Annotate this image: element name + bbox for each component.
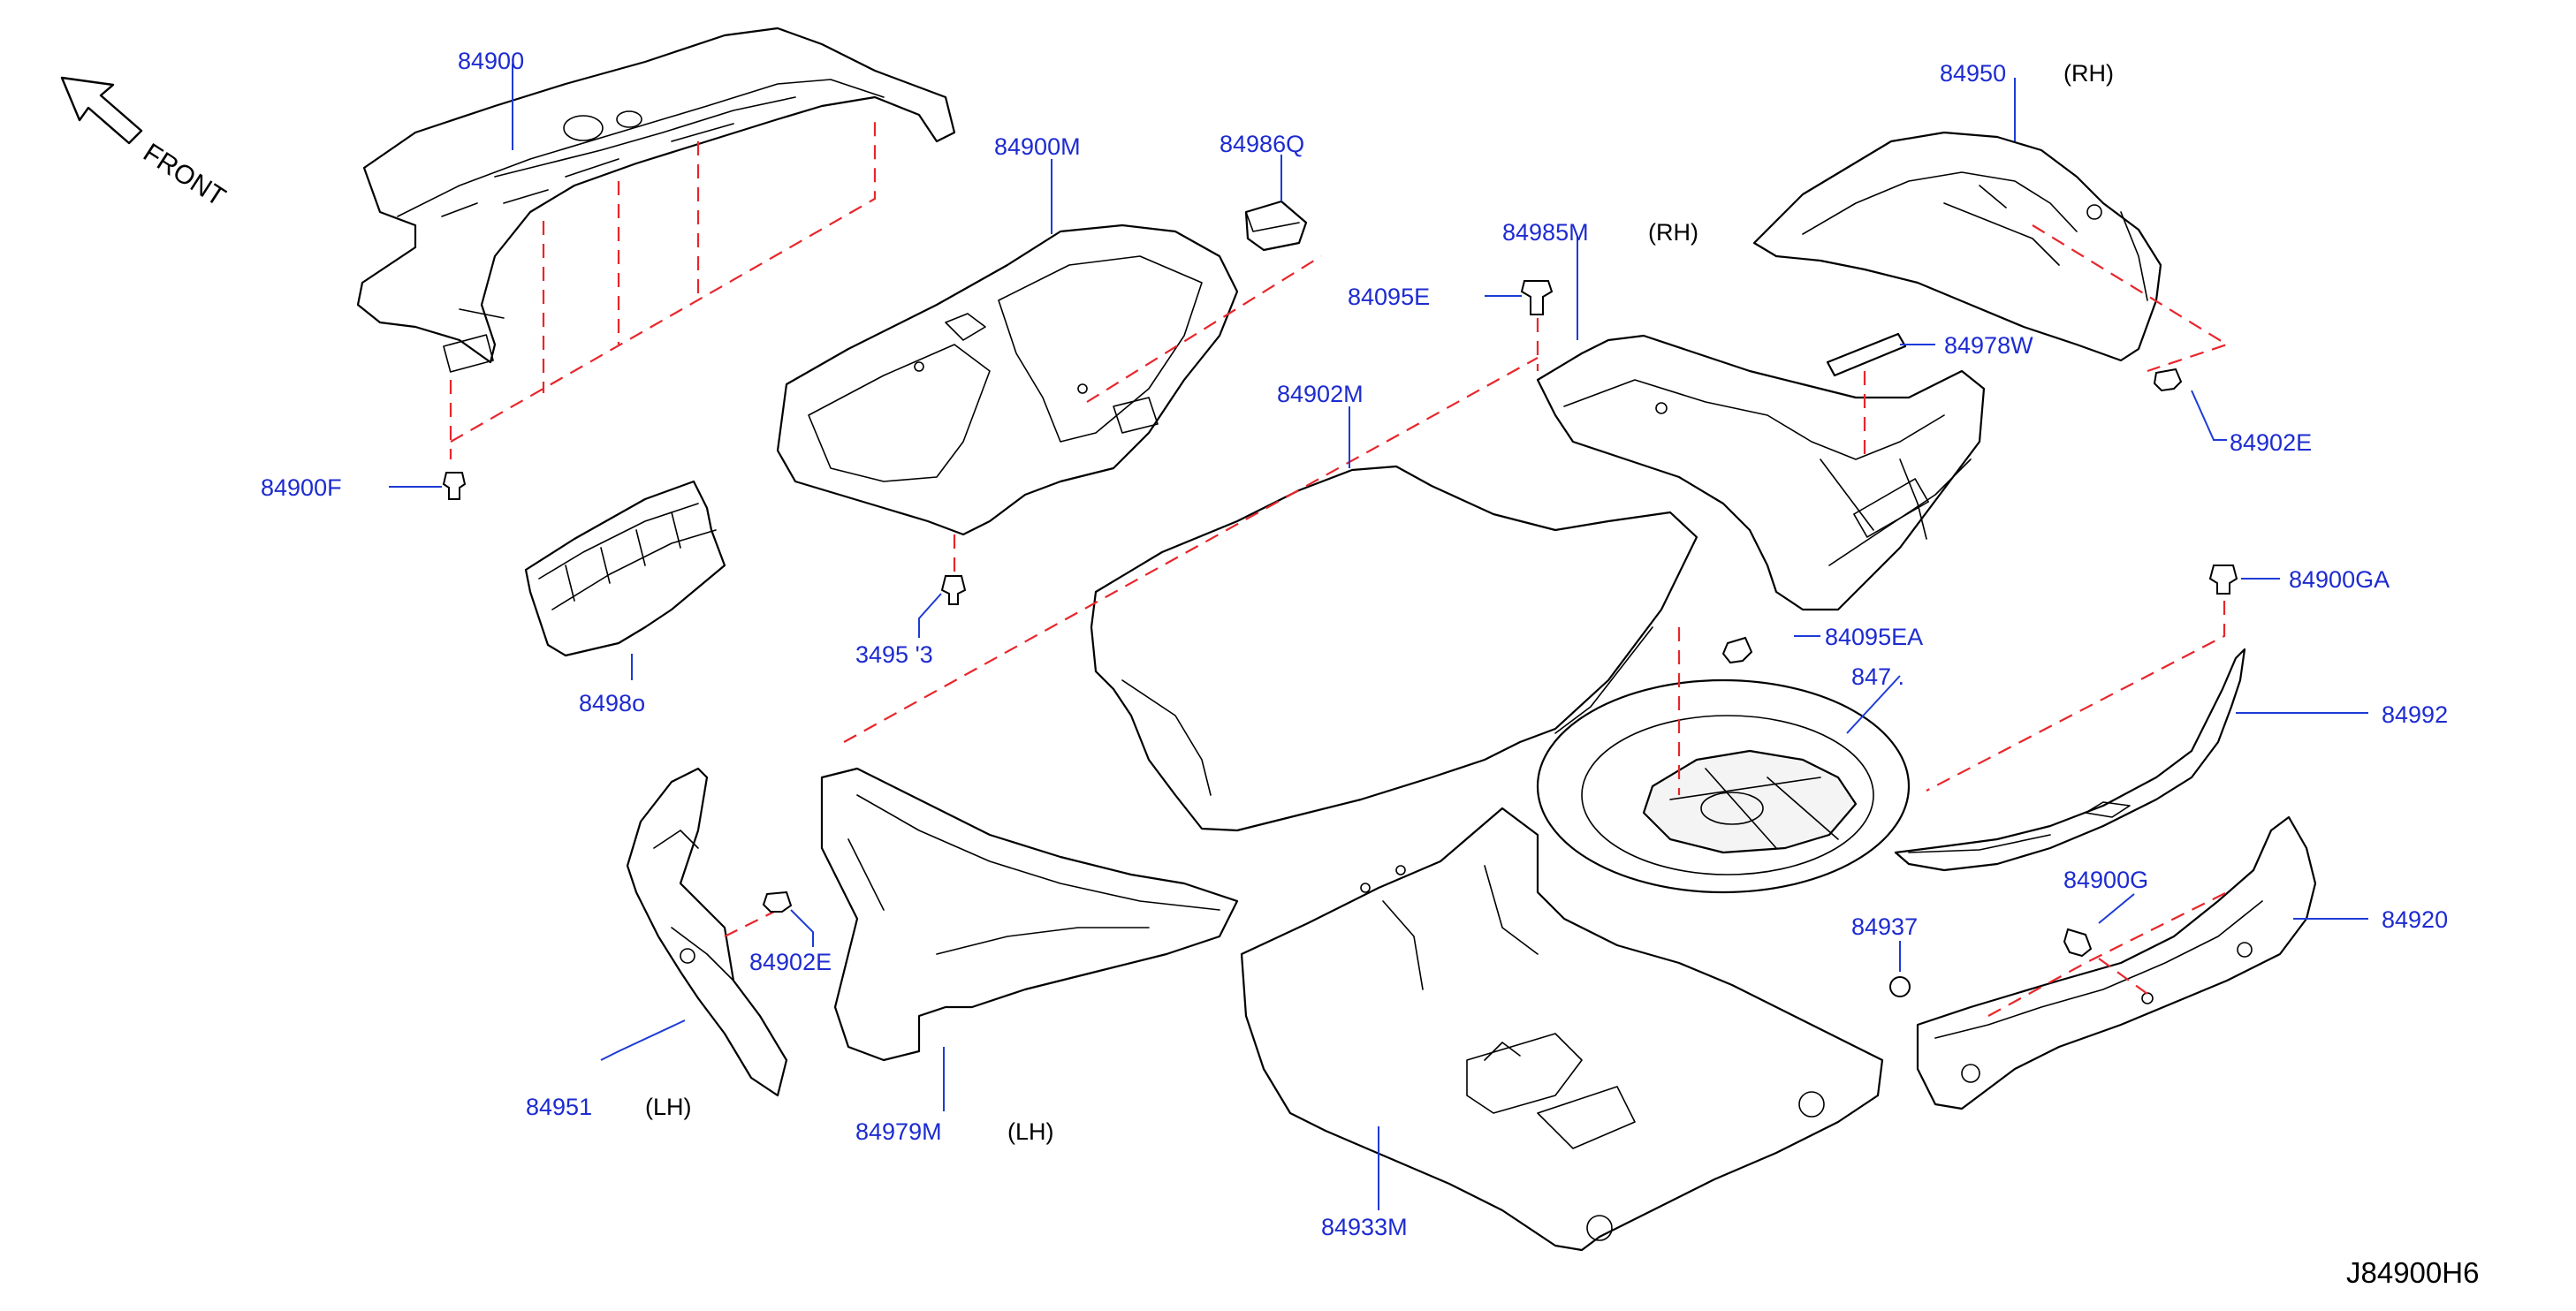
part-84920-rear-plate[interactable] xyxy=(1916,815,2317,1110)
front-label: FRONT xyxy=(138,138,231,212)
guide-84900GA xyxy=(1926,601,2226,792)
leader-3495 xyxy=(918,593,942,638)
label-84095EA: 84095EA xyxy=(1825,624,1923,650)
clip-84095EA-icon[interactable] xyxy=(1721,636,1753,664)
part-84951-lh-side[interactable] xyxy=(626,767,788,1097)
clip-84937-icon[interactable] xyxy=(1889,976,1911,997)
label-8498x: 8498o xyxy=(579,690,645,716)
part-8498x-bracket[interactable] xyxy=(524,480,726,657)
label-84979M: 84979M xyxy=(855,1118,942,1145)
guide-84950 xyxy=(2032,224,2230,373)
part-84992-kick-plate[interactable] xyxy=(1894,648,2246,872)
label-84978W: 84978W xyxy=(1944,332,2033,359)
clip-84900GA-icon[interactable] xyxy=(2208,565,2238,595)
label-84951: 84951 xyxy=(526,1094,592,1120)
guide-84920-b xyxy=(2098,958,2148,995)
clip-84900G-icon[interactable] xyxy=(2063,928,2093,958)
guide-84902M xyxy=(843,357,1539,743)
label-84951-side: (LH) xyxy=(645,1094,692,1120)
guide-84900M-b xyxy=(1086,255,1322,403)
label-84902E-rh: 84902E xyxy=(2230,429,2312,456)
label-84950: 84950 xyxy=(1940,60,2006,87)
label-84902E-lh: 84902E xyxy=(749,949,832,975)
part-84979M-lh-trim[interactable] xyxy=(820,767,1239,1062)
label-84900GA: 84900GA xyxy=(2289,566,2390,593)
part-84950-rh-trim[interactable] xyxy=(1752,131,2162,362)
clip-84902E-lh-icon[interactable] xyxy=(762,890,793,913)
label-84985M-side: (RH) xyxy=(1648,219,1698,246)
label-84933M: 84933M xyxy=(1321,1214,1408,1240)
label-84900F: 84900F xyxy=(261,474,342,501)
label-3495: 3495 '3 xyxy=(855,641,933,668)
part-84986Q-pad[interactable] xyxy=(1244,200,1308,252)
part-84900-parcel-shelf[interactable] xyxy=(356,27,956,373)
part-84902M-trunk-mat[interactable] xyxy=(1090,465,1698,832)
leader-84900G xyxy=(2098,893,2135,924)
label-84900: 84900 xyxy=(458,48,524,74)
label-84902M: 84902M xyxy=(1277,381,1364,407)
label-84985M: 84985M xyxy=(1502,219,1589,246)
label-847x: 847 . xyxy=(1851,663,1904,690)
guide-84900-b xyxy=(450,115,877,443)
label-84900G: 84900G xyxy=(2063,867,2148,893)
part-84900M-floor-board[interactable] xyxy=(776,224,1239,536)
part-84978W-strip[interactable] xyxy=(1826,332,1907,377)
label-84920: 84920 xyxy=(2382,906,2448,933)
part-847x-spare-tire-well[interactable] xyxy=(1536,678,1911,894)
leader-847x xyxy=(1846,675,1901,734)
front-arrow-icon xyxy=(60,76,143,145)
label-84900M: 84900M xyxy=(994,133,1081,160)
part-84985M-side-trim[interactable] xyxy=(1536,334,1986,611)
guide-84920-a xyxy=(1987,891,2228,1017)
label-84979M-side: (LH) xyxy=(1007,1118,1054,1145)
label-84992: 84992 xyxy=(2382,701,2448,728)
diagram-code: J84900H6 xyxy=(2346,1256,2479,1289)
guide-84951 xyxy=(724,909,779,937)
label-84937: 84937 xyxy=(1851,913,1918,940)
part-84933M-floor-mat[interactable] xyxy=(1240,807,1884,1252)
leader-84902E-rh xyxy=(2191,390,2227,441)
clip-3495-icon[interactable] xyxy=(940,575,967,605)
clip-84900F-icon[interactable] xyxy=(442,472,467,500)
clip-84095E-icon[interactable] xyxy=(1520,280,1554,315)
leader-84902E-lh xyxy=(790,909,814,947)
label-84095E: 84095E xyxy=(1348,284,1430,310)
label-84986Q: 84986Q xyxy=(1220,131,1304,157)
clip-84902E-rh-icon[interactable] xyxy=(2153,368,2183,392)
leader-84951 xyxy=(600,1019,686,1061)
label-84950-side: (RH) xyxy=(2063,60,2114,87)
